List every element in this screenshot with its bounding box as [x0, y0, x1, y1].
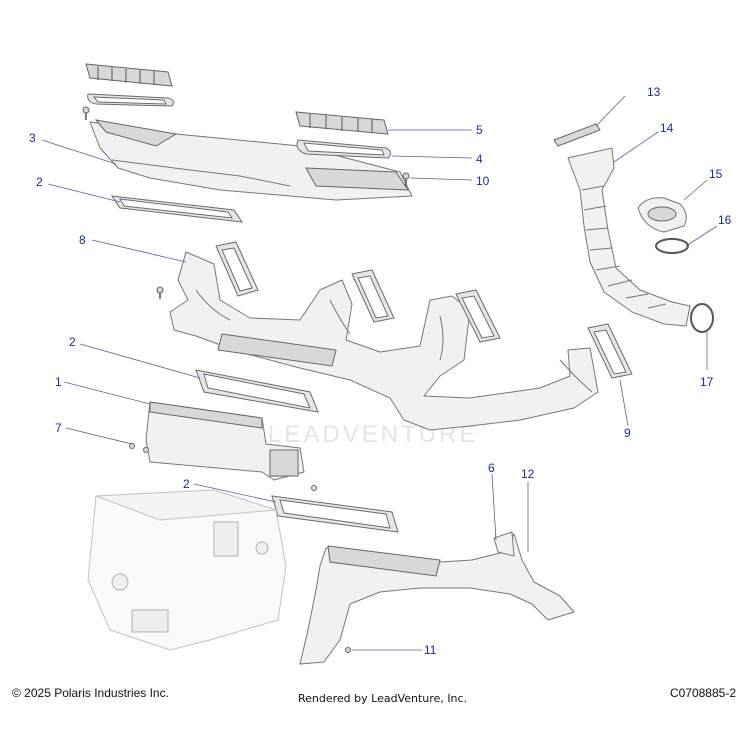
duct-screw[interactable]: [156, 286, 164, 299]
callout-3[interactable]: 3: [29, 131, 36, 145]
callout-10[interactable]: 10: [476, 174, 490, 188]
heater-screw[interactable]: [129, 443, 317, 491]
floor-duct[interactable]: [299, 531, 575, 665]
screw-right[interactable]: [402, 172, 410, 186]
duct-bottom-screw[interactable]: [345, 647, 351, 653]
callout-2-upper[interactable]: 2: [36, 175, 43, 189]
grille-right[interactable]: [295, 111, 389, 135]
leader-lines: [41, 95, 718, 651]
callout-9[interactable]: 9: [624, 426, 631, 440]
callout-6[interactable]: 6: [488, 461, 495, 475]
callout-8[interactable]: 8: [79, 233, 86, 247]
callout-16[interactable]: 16: [718, 213, 732, 227]
callout-14[interactable]: 14: [660, 121, 674, 135]
diagram-code: C0708885-2: [669, 686, 736, 700]
callout-11[interactable]: 11: [424, 643, 437, 657]
callout-17[interactable]: 17: [700, 375, 714, 389]
callout-5[interactable]: 5: [476, 123, 483, 137]
heater-core[interactable]: [145, 401, 305, 481]
screw-left[interactable]: [82, 106, 90, 120]
rendered-by-text: Rendered by LeadVenture, Inc.: [298, 692, 468, 705]
hvac-housing: [87, 489, 287, 651]
clamp-16[interactable]: [655, 238, 689, 254]
seal-middle[interactable]: [195, 369, 319, 413]
defrost-duct[interactable]: [89, 119, 413, 201]
outlet-seal-1[interactable]: [215, 241, 259, 297]
seal-left[interactable]: [87, 93, 174, 107]
callout-12[interactable]: 12: [521, 467, 535, 481]
callout-13[interactable]: 13: [647, 85, 661, 99]
flex-hose[interactable]: [567, 147, 691, 327]
vent-duct[interactable]: [169, 251, 599, 431]
callout-2-lower[interactable]: 2: [183, 477, 190, 491]
callout-4[interactable]: 4: [476, 152, 483, 166]
clamp-17[interactable]: [690, 303, 714, 333]
callout-7[interactable]: 7: [55, 421, 62, 435]
seal-right[interactable]: [296, 139, 392, 159]
seal-lower[interactable]: [271, 495, 399, 533]
callouts: 13 14 3 5 4 15 10 2 16 8 17 2 1 9 7 6 12…: [29, 85, 732, 657]
outlet-seal-2[interactable]: [351, 269, 395, 323]
connector-pipe[interactable]: [553, 123, 601, 147]
outlet-seal-3[interactable]: [455, 289, 501, 343]
callout-2-middle[interactable]: 2: [69, 335, 76, 349]
seal-upper[interactable]: [110, 195, 244, 223]
callout-1[interactable]: 1: [55, 375, 62, 389]
grille-left[interactable]: [85, 63, 173, 87]
copyright-text: © 2025 Polaris Industries Inc.: [12, 686, 169, 700]
vent-cap[interactable]: [637, 197, 687, 233]
outlet-seal-9[interactable]: [587, 323, 633, 379]
callout-15[interactable]: 15: [709, 167, 723, 181]
